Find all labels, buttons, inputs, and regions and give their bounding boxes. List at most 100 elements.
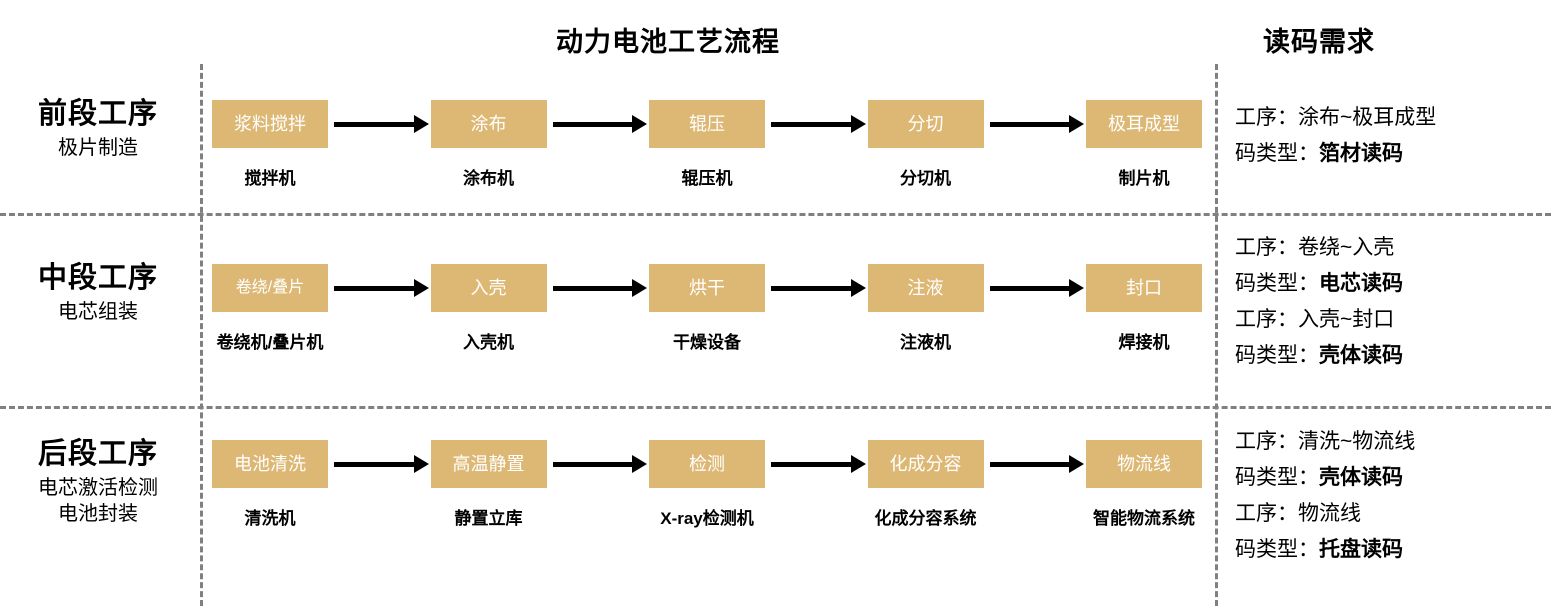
flow-arrow-icon bbox=[765, 264, 868, 312]
process-step-name: 高温静置 bbox=[452, 454, 525, 474]
process-step-machine: X-ray检测机 bbox=[660, 509, 754, 528]
process-step-box[interactable]: 物流线 bbox=[1086, 440, 1202, 488]
process-step-name: 物流线 bbox=[1117, 454, 1171, 474]
requirement-code: 码类型：壳体读码 bbox=[1235, 460, 1551, 496]
requirement-process: 工序：涂布~极耳成型 bbox=[1235, 106, 1437, 129]
process-step-box[interactable]: 卷绕/叠片 bbox=[212, 264, 328, 312]
process-step-box[interactable]: 入壳 bbox=[430, 264, 547, 312]
process-step[interactable]: 高温静置 静置立库 bbox=[430, 440, 547, 529]
flow-arrow-icon bbox=[547, 440, 650, 488]
flow-arrow-icon bbox=[765, 100, 868, 148]
requirements-middle: 工序：卷绕~入壳 码类型：电芯读码 工序：入壳~封口 码类型：壳体读码 bbox=[1235, 230, 1551, 374]
stage-label-middle: 中段工序 电芯组装 bbox=[0, 262, 196, 325]
process-step-name: 封口 bbox=[1126, 278, 1162, 298]
requirements-front: 工序：涂布~极耳成型 码类型：箔材读码 bbox=[1235, 100, 1551, 172]
process-step-box[interactable]: 分切 bbox=[867, 100, 984, 148]
process-step-name: 电池清洗 bbox=[234, 454, 306, 474]
requirement-code-label: 码类型： bbox=[1235, 344, 1319, 368]
flow-arrow-icon bbox=[328, 440, 431, 488]
process-flow-middle: 卷绕/叠片 卷绕机/叠片机 入壳 入壳机 烘干 干燥设备 注液 注液机 bbox=[212, 264, 1202, 353]
process-step[interactable]: 辊压 辊压机 bbox=[649, 100, 765, 189]
flow-arrow-icon bbox=[328, 100, 431, 148]
process-step-machine: 干燥设备 bbox=[673, 333, 741, 352]
process-step-machine: 涂布机 bbox=[463, 169, 514, 188]
process-step-box[interactable]: 极耳成型 bbox=[1086, 100, 1202, 148]
process-step[interactable]: 检测 X-ray检测机 bbox=[649, 440, 765, 529]
requirements-back: 工序：清洗~物流线 码类型：壳体读码 工序：物流线 码类型：托盘读码 bbox=[1235, 424, 1551, 568]
requirement-code-label: 码类型： bbox=[1235, 538, 1319, 562]
stage-subtitle: 电芯激活检测电池封装 bbox=[38, 477, 158, 526]
process-step-name: 辊压 bbox=[689, 114, 725, 134]
process-step[interactable]: 涂布 涂布机 bbox=[430, 100, 547, 189]
process-step-machine: 制片机 bbox=[1118, 169, 1170, 188]
process-step-name: 检测 bbox=[689, 454, 725, 474]
process-step[interactable]: 物流线 智能物流系统 bbox=[1086, 440, 1202, 529]
process-step[interactable]: 封口 焊接机 bbox=[1086, 264, 1202, 353]
process-step-machine: 辊压机 bbox=[681, 169, 733, 188]
process-step-name: 涂布 bbox=[470, 114, 507, 134]
process-step-box[interactable]: 检测 bbox=[649, 440, 765, 488]
process-step-box[interactable]: 封口 bbox=[1086, 264, 1202, 312]
requirement-code-label: 码类型： bbox=[1235, 272, 1319, 296]
process-step-name: 入壳 bbox=[470, 278, 507, 298]
right-column-title: 读码需求 bbox=[1263, 27, 1375, 57]
process-step-box[interactable]: 高温静置 bbox=[430, 440, 547, 488]
requirement-process: 工序：入壳~封口 bbox=[1235, 308, 1395, 332]
flow-arrow-icon bbox=[547, 100, 650, 148]
requirement-code: 码类型：电芯读码 bbox=[1235, 266, 1551, 302]
process-step[interactable]: 烘干 干燥设备 bbox=[649, 264, 765, 353]
process-step[interactable]: 化成分容 化成分容系统 bbox=[867, 440, 984, 529]
process-step-machine: 注液机 bbox=[900, 333, 951, 352]
stage-title: 中段工序 bbox=[37, 262, 158, 294]
process-step-box[interactable]: 辊压 bbox=[649, 100, 765, 148]
requirement-code-value: 壳体读码 bbox=[1319, 466, 1403, 490]
stage-subtitle: 电芯组装 bbox=[58, 301, 138, 324]
stage-subtitle: 极片制造 bbox=[58, 137, 138, 160]
requirement-process: 工序：清洗~物流线 bbox=[1235, 430, 1416, 453]
process-step-box[interactable]: 电池清洗 bbox=[212, 440, 328, 488]
flow-arrow-icon bbox=[328, 264, 431, 312]
process-step-machine: 化成分容系统 bbox=[874, 509, 977, 528]
process-step-machine: 搅拌机 bbox=[244, 169, 296, 188]
process-step-box[interactable]: 涂布 bbox=[430, 100, 547, 148]
process-step-name: 分切 bbox=[907, 114, 944, 134]
process-step[interactable]: 入壳 入壳机 bbox=[430, 264, 547, 353]
process-step[interactable]: 电池清洗 清洗机 bbox=[212, 440, 328, 529]
horizontal-divider-2 bbox=[0, 406, 1551, 409]
process-step[interactable]: 浆料搅拌 搅拌机 bbox=[212, 100, 328, 189]
requirement-code-value: 托盘读码 bbox=[1319, 538, 1403, 562]
process-step-machine: 智能物流系统 bbox=[1093, 509, 1195, 528]
process-step-name: 化成分容 bbox=[889, 454, 962, 474]
flow-arrow-icon bbox=[984, 440, 1087, 488]
requirement-code: 码类型：托盘读码 bbox=[1235, 532, 1551, 568]
process-step-box[interactable]: 注液 bbox=[867, 264, 984, 312]
process-step-machine: 静置立库 bbox=[454, 509, 523, 528]
flow-arrow-icon bbox=[547, 264, 650, 312]
process-step-name: 极耳成型 bbox=[1108, 114, 1180, 134]
process-step-box[interactable]: 化成分容 bbox=[867, 440, 984, 488]
process-step-name: 浆料搅拌 bbox=[234, 114, 306, 134]
flow-arrow-icon bbox=[765, 440, 868, 488]
flow-arrow-icon bbox=[984, 264, 1087, 312]
process-step-box[interactable]: 浆料搅拌 bbox=[212, 100, 328, 148]
process-step-machine: 分切机 bbox=[900, 169, 951, 188]
process-step-name: 卷绕/叠片 bbox=[235, 279, 305, 296]
process-step[interactable]: 注液 注液机 bbox=[867, 264, 984, 353]
vertical-divider-right bbox=[1215, 64, 1218, 606]
stage-title: 后段工序 bbox=[37, 438, 158, 470]
process-flow-back: 电池清洗 清洗机 高温静置 静置立库 检测 X-ray检测机 化成分容 化成分容… bbox=[212, 440, 1202, 529]
page-title: 动力电池工艺流程 bbox=[556, 27, 780, 57]
requirement-code-value: 箔材读码 bbox=[1319, 142, 1403, 166]
requirement-process: 工序：物流线 bbox=[1235, 502, 1361, 526]
process-step-machine: 入壳机 bbox=[463, 333, 514, 352]
process-step-box[interactable]: 烘干 bbox=[649, 264, 765, 312]
process-step[interactable]: 卷绕/叠片 卷绕机/叠片机 bbox=[212, 264, 328, 353]
flow-arrow-icon bbox=[984, 100, 1087, 148]
process-step[interactable]: 分切 分切机 bbox=[867, 100, 984, 189]
process-step-machine: 卷绕机/叠片机 bbox=[216, 333, 324, 352]
stage-label-front: 前段工序 极片制造 bbox=[0, 98, 196, 161]
process-step-machine: 清洗机 bbox=[244, 509, 296, 528]
process-step[interactable]: 极耳成型 制片机 bbox=[1086, 100, 1202, 189]
requirement-process: 工序：卷绕~入壳 bbox=[1235, 236, 1395, 259]
requirement-code: 码类型：壳体读码 bbox=[1235, 338, 1551, 374]
